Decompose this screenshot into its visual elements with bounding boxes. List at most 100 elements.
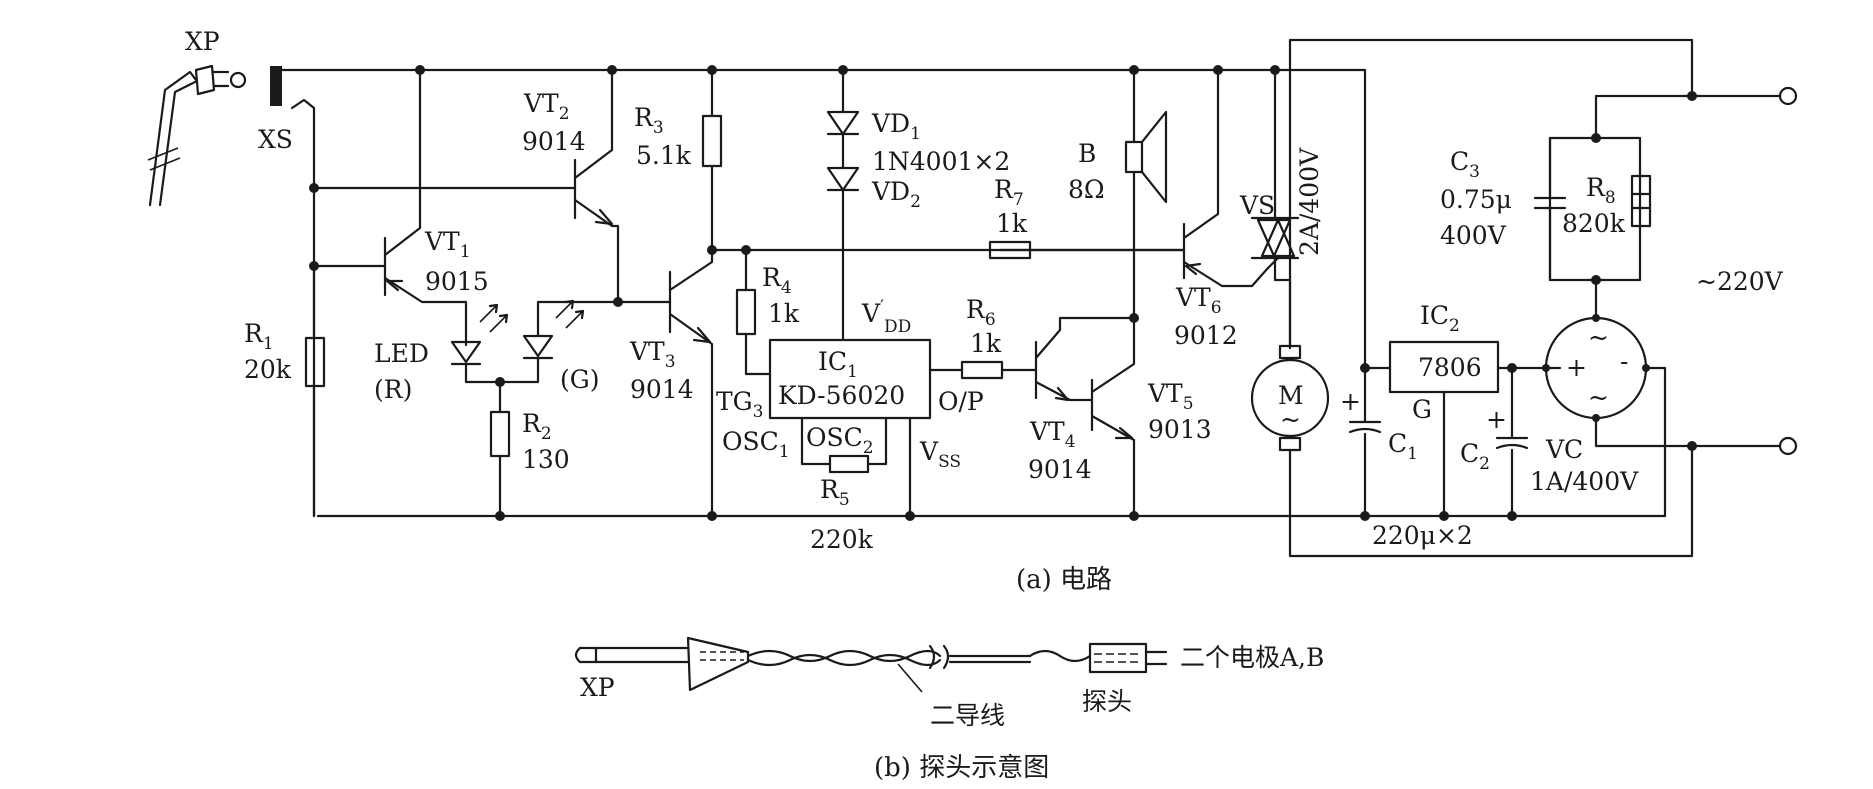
ic1-vss: VSS — [919, 437, 961, 472]
xs-label: XS — [258, 125, 293, 154]
ic1-tg3: TG3 — [716, 387, 763, 422]
vc-label: VC — [1545, 435, 1583, 464]
ic1-part: KD-56020 — [778, 381, 905, 410]
r4-label: R4 — [762, 263, 792, 298]
ic2-part: 7806 — [1418, 353, 1482, 382]
r3-value: 5.1k — [636, 141, 692, 170]
xp-plug — [147, 64, 247, 207]
r6-label: R6 — [966, 295, 996, 330]
c3-voltage: 400V — [1440, 221, 1507, 250]
led-green — [498, 299, 620, 384]
r2-label: R2 — [522, 409, 552, 444]
ic1-osc1: OSC1 — [722, 427, 790, 462]
vt1-transistor — [383, 68, 468, 347]
c12-value: 220μ×2 — [1372, 521, 1473, 550]
vt6-label: VT6 — [1175, 283, 1222, 318]
led-red-label: (R) — [374, 375, 412, 404]
ic2-g: G — [1412, 395, 1432, 424]
vt3-label: VT3 — [629, 337, 676, 372]
vd2-label: VD2 — [871, 177, 921, 212]
xp-label: XP — [185, 27, 220, 56]
r4-resistor — [735, 288, 757, 336]
c1-plus: + — [1340, 387, 1361, 416]
vt4-value: 9014 — [1028, 455, 1092, 484]
probe-xp-label: XP — [580, 673, 615, 702]
c3-capacitor — [1533, 136, 1567, 282]
circuit-a: XP XS R1 20k VT1 9015 — [147, 27, 1798, 595]
r4-value: 1k — [768, 299, 800, 328]
vc-minus: - — [1620, 347, 1628, 376]
r2-value: 130 — [522, 445, 570, 474]
vd1-value: 1N4001×2 — [872, 147, 1010, 176]
vt6-value: 9012 — [1174, 321, 1238, 350]
vt4-label: VT4 — [1029, 417, 1076, 452]
r5-resistor — [828, 454, 870, 474]
speaker — [1124, 110, 1168, 204]
r3-label: R3 — [634, 103, 664, 138]
vt3-value: 9014 — [630, 375, 694, 404]
vc-plus: + — [1566, 353, 1587, 382]
motor-tilde: ~ — [1280, 405, 1301, 434]
vt5-label: VT5 — [1147, 379, 1194, 414]
led-label: LED — [374, 339, 429, 368]
vs-rating: 2A/400V — [1295, 147, 1324, 256]
r3-resistor — [701, 114, 723, 168]
vd2-diode — [826, 166, 860, 192]
probe-diagram — [574, 636, 1168, 693]
mains-label: ~220V — [1696, 267, 1784, 296]
vt5-value: 9013 — [1148, 415, 1212, 444]
ic1-label: IC1 — [818, 347, 858, 382]
r8-value: 820k — [1562, 209, 1626, 238]
r8-resistor — [1630, 174, 1652, 228]
r5-label: R5 — [820, 475, 850, 510]
r5-value: 220k — [810, 525, 874, 554]
ic1-op: O/P — [938, 387, 984, 416]
probe-electrodes-label: 二个电极A,B — [1180, 643, 1324, 672]
led-green-label: (G) — [560, 365, 599, 394]
caption-a: (a) 电路 — [1016, 565, 1112, 595]
caption-b: (b) 探头示意图 — [874, 753, 1049, 783]
vt5-transistor — [1090, 316, 1136, 518]
vt2-value: 9014 — [522, 127, 586, 156]
r6-resistor — [960, 360, 1004, 380]
r7-resistor — [988, 240, 1032, 260]
vt6-transistor — [1182, 68, 1270, 288]
vt2-transistor — [573, 68, 620, 304]
c2-label: C2 — [1460, 439, 1490, 474]
ic1-osc2: OSC2 — [806, 423, 874, 458]
vt1-value: 9015 — [425, 267, 489, 296]
probe-wire-label: 二导线 — [930, 701, 1005, 730]
vc-tilde-top: ~ — [1588, 323, 1609, 352]
probe-head-label: 探头 — [1082, 687, 1132, 716]
ic1-chip — [768, 338, 932, 420]
r7-value: 1k — [996, 209, 1028, 238]
vd1-diode — [826, 110, 860, 136]
vs-label: VS — [1239, 191, 1275, 220]
c2-capacitor — [1495, 436, 1529, 450]
c3-label: C3 — [1450, 147, 1480, 182]
r1-value: 20k — [244, 355, 292, 384]
c2-plus: + — [1486, 405, 1507, 434]
ic1-vdd: V′DD — [861, 297, 911, 337]
vd1-label: VD1 — [871, 109, 921, 144]
ic2-label: IC2 — [1420, 301, 1460, 336]
ac-terminal-bottom — [1778, 436, 1798, 456]
vt1-label: VT1 — [424, 227, 471, 262]
ac-terminal-top — [1778, 86, 1798, 106]
r2-resistor — [489, 410, 511, 458]
vt4-transistor — [1034, 316, 1136, 402]
vc-rating: 1A/400V — [1530, 467, 1639, 496]
c1-capacitor — [1348, 420, 1382, 434]
vt2-label: VT2 — [523, 89, 570, 124]
c3-value: 0.75μ — [1440, 185, 1512, 214]
speaker-label: B — [1078, 139, 1096, 168]
r6-value: 1k — [970, 329, 1002, 358]
motor-label: M — [1278, 381, 1304, 410]
xs-socket — [269, 66, 316, 132]
c1-label: C1 — [1388, 429, 1418, 464]
r8-label: R8 — [1586, 173, 1616, 208]
vc-tilde-bottom: ~ — [1588, 383, 1609, 412]
led-red — [450, 303, 509, 384]
r1-label: R1 — [244, 319, 274, 354]
